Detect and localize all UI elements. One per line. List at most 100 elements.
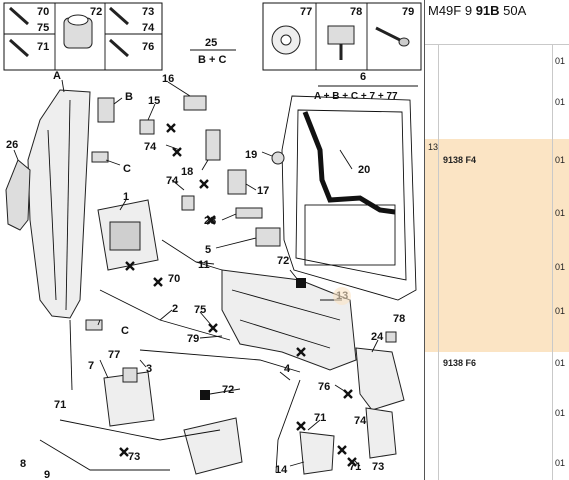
- callout-14[interactable]: 14: [275, 464, 288, 476]
- clip-part-c-lower[interactable]: [85, 319, 103, 331]
- selected-part-highlight: [333, 287, 351, 305]
- callout-78[interactable]: 78: [393, 313, 405, 325]
- bushing-part-15[interactable]: [139, 119, 155, 135]
- callout-24[interactable]: 24: [371, 331, 384, 343]
- legend-label-71: 71: [37, 41, 49, 53]
- callout-72-upper[interactable]: 72: [277, 255, 289, 267]
- ref-prefix: M49F 9: [428, 3, 476, 18]
- callout-74-lower[interactable]: 74: [354, 415, 367, 427]
- rod-part-2[interactable]: [99, 289, 231, 341]
- clip-part-c-top[interactable]: [91, 151, 109, 163]
- callout-75[interactable]: 75: [194, 304, 206, 316]
- ref-bold: 91B: [475, 3, 500, 18]
- callout-5[interactable]: 5: [205, 244, 211, 256]
- callout-a[interactable]: A: [53, 70, 61, 82]
- ref-index: 13: [428, 142, 439, 152]
- legend-label-72: 72: [90, 6, 102, 18]
- diagram-reference-header: M49F 9 91B 50A: [425, 0, 569, 22]
- ref-25-formula: B + C: [198, 54, 226, 66]
- leader-lines: [13, 79, 379, 467]
- exploded-parts-diagram: 70 75 71 72 73 74 76 25 B + C 77 78 79 6…: [3, 2, 422, 480]
- legend-label-74: 74: [142, 22, 155, 34]
- callout-71-left[interactable]: 71: [54, 399, 66, 411]
- pin-part-74[interactable]: [181, 195, 195, 211]
- callout-9[interactable]: 9: [44, 469, 50, 480]
- legend-label-77: 77: [300, 6, 312, 18]
- lock-module-part-1[interactable]: [97, 199, 159, 271]
- latch-part-24[interactable]: [355, 347, 405, 411]
- callout-73-left[interactable]: 73: [128, 451, 140, 463]
- col-divider-1: [438, 44, 439, 480]
- callout-20[interactable]: 20: [358, 164, 370, 176]
- callout-11[interactable]: 11: [198, 259, 210, 271]
- legend-label-76: 76: [142, 41, 154, 53]
- col-divider-2: [552, 44, 553, 480]
- callout-15[interactable]: 15: [148, 95, 160, 107]
- clip-part-72-upper[interactable]: [296, 278, 306, 288]
- door-frame-part-6[interactable]: [281, 95, 417, 301]
- callout-70[interactable]: 70: [168, 273, 180, 285]
- clip-part-78[interactable]: [385, 331, 397, 343]
- clip-legend-box[interactable]: 77 78 79: [262, 2, 422, 71]
- callout-77[interactable]: 77: [108, 349, 120, 361]
- bracket-part-23[interactable]: [235, 207, 263, 219]
- callout-73-right[interactable]: 73: [372, 461, 384, 473]
- ref-6-formula: A + B + C + 7 + 77: [314, 91, 398, 102]
- clip-part-72-lower[interactable]: [200, 390, 210, 400]
- legend-label-73: 73: [142, 6, 154, 18]
- callout-79[interactable]: 79: [187, 333, 199, 345]
- callout-2[interactable]: 2: [172, 303, 178, 315]
- bracket-part-5[interactable]: [255, 227, 281, 247]
- callout-16[interactable]: 16: [162, 73, 174, 85]
- callout-71-right[interactable]: 71: [314, 412, 326, 424]
- ref-25-label: 25: [205, 37, 217, 49]
- legend-label-75: 75: [37, 22, 49, 34]
- callout-c-lower[interactable]: C: [121, 325, 129, 337]
- wiring-harness-part-20[interactable]: [302, 111, 396, 215]
- callout-c-top[interactable]: C: [123, 163, 131, 175]
- callout-3[interactable]: 3: [146, 363, 152, 375]
- legend-label-70: 70: [37, 6, 49, 18]
- lock-mechanism-part-13[interactable]: [221, 269, 357, 371]
- seal-part-26[interactable]: [5, 159, 31, 231]
- cable-part-9[interactable]: [275, 379, 301, 473]
- bolt-part-16[interactable]: [183, 95, 207, 111]
- lower-handle-part-8[interactable]: [183, 417, 243, 475]
- part-number: 9138 F6: [443, 358, 477, 368]
- callout-b[interactable]: B: [125, 91, 133, 103]
- callout-76[interactable]: 76: [318, 381, 330, 393]
- callout-72-lower[interactable]: 72: [222, 384, 234, 396]
- callout-17[interactable]: 17: [257, 185, 269, 197]
- callout-19[interactable]: 19: [245, 149, 257, 161]
- callout-74-top[interactable]: 74: [144, 141, 157, 153]
- callout-26[interactable]: 26: [6, 139, 18, 151]
- callout-1[interactable]: 1: [123, 191, 129, 203]
- rivet-icon: [375, 26, 410, 47]
- hinge-part-18[interactable]: [205, 129, 221, 161]
- fastener-legend-box[interactable]: 70 75 71 72 73 74 76: [3, 2, 163, 71]
- rod-part-11[interactable]: [161, 239, 223, 271]
- callout-74-mid[interactable]: 74: [166, 175, 179, 187]
- callout-18[interactable]: 18: [181, 166, 193, 178]
- ref-6-label: 6: [360, 71, 366, 83]
- callout-23[interactable]: 23: [204, 215, 216, 227]
- highlighted-group: [425, 139, 569, 352]
- clip-part-b[interactable]: [97, 97, 115, 123]
- nut-icon: [63, 14, 93, 49]
- callout-4[interactable]: 4: [284, 363, 291, 375]
- pillar-part-a[interactable]: [27, 89, 91, 319]
- handle-part-14[interactable]: [299, 431, 335, 475]
- cross-marker-icon: [119, 123, 357, 467]
- callout-71-bottom[interactable]: 71: [349, 461, 361, 473]
- legend-label-79: 79: [402, 6, 414, 18]
- callout-8[interactable]: 8: [20, 458, 26, 470]
- bracket-part-4[interactable]: [365, 407, 397, 459]
- callout-7[interactable]: 7: [88, 360, 94, 372]
- rod-part-3[interactable]: [139, 349, 301, 373]
- screw-icon: [9, 6, 129, 58]
- hinge-part-17[interactable]: [227, 169, 247, 195]
- clip-part-77[interactable]: [122, 367, 138, 383]
- grommet-part-19[interactable]: [271, 151, 285, 165]
- ref-suffix: 50A: [499, 3, 527, 18]
